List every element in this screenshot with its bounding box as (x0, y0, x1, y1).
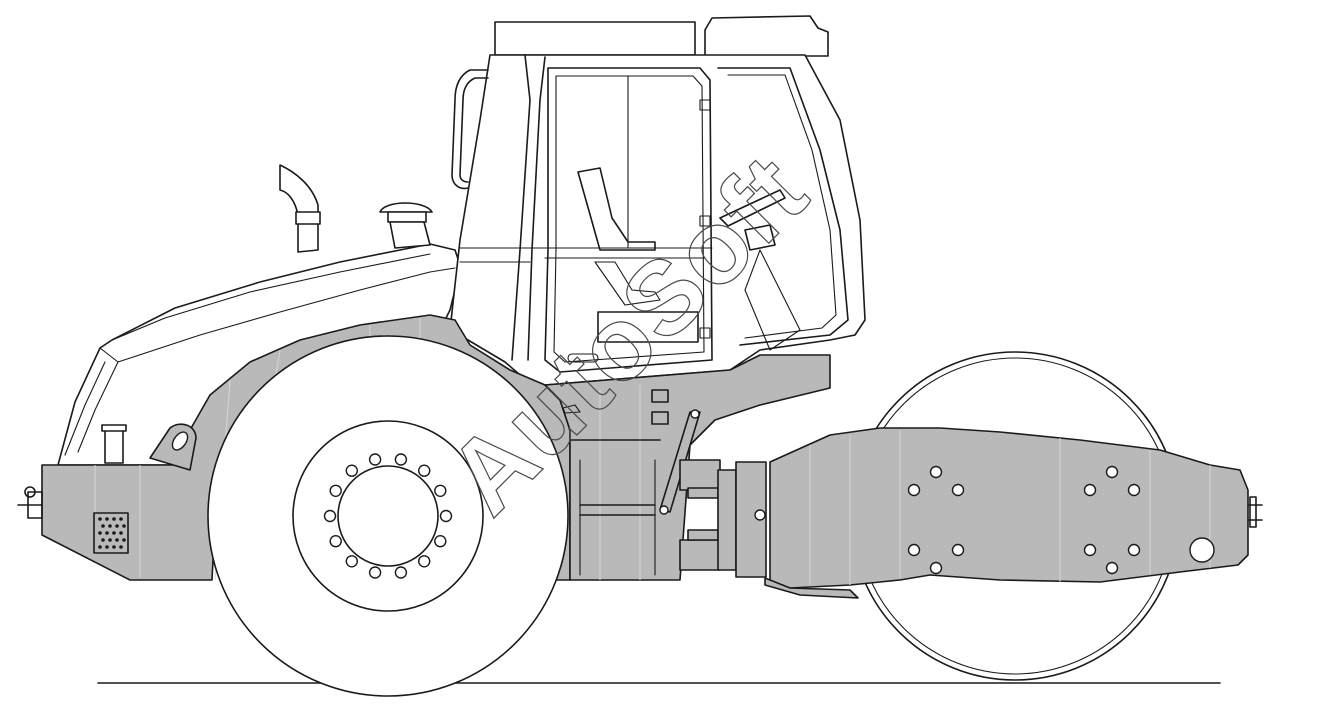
grille-dot (98, 531, 102, 535)
grille-dot (119, 517, 123, 521)
grille-dot (101, 538, 105, 542)
wheel-bolt (394, 453, 408, 466)
frame-bolt-hole (1083, 543, 1097, 557)
cab (449, 15, 866, 386)
drum-frame (764, 427, 1263, 599)
grille-dot (105, 545, 109, 549)
drum-frame-bolt-holes (907, 465, 1141, 575)
grille-dot (122, 524, 126, 528)
grille-dot (112, 545, 116, 549)
frame-bolt-hole (951, 483, 965, 497)
rear-tyre (207, 335, 569, 697)
wheel-bolt (418, 555, 431, 568)
grille-dot (115, 524, 119, 528)
fuel-cap (379, 202, 433, 249)
wheel-bolts (323, 453, 453, 579)
grille-dot (105, 517, 109, 521)
frame-bolt-hole (1127, 483, 1141, 497)
wheel-bolt (434, 535, 447, 548)
frame-bolt-hole (907, 483, 921, 497)
wheel-bolt (323, 509, 337, 523)
grille-dot (112, 531, 116, 535)
exhaust-pipe (279, 164, 321, 253)
frame-bolt-hole (1105, 465, 1119, 479)
grille-dot (115, 538, 119, 542)
wheel-bolt (434, 484, 447, 497)
articulation-frame (544, 354, 831, 581)
wheel-bolt (394, 566, 408, 579)
wheel-bolt (329, 484, 342, 497)
frame-bolt-hole (929, 465, 943, 479)
frame-bolt-hole (1083, 483, 1097, 497)
grille-dot (119, 545, 123, 549)
frame-bolt-hole (907, 543, 921, 557)
grille-dot (101, 524, 105, 528)
wheel-bolt (418, 464, 431, 477)
wheel-bolt (345, 555, 358, 568)
frame-bolt-hole (1127, 543, 1141, 557)
frame-bolt-hole (1105, 561, 1119, 575)
grille-dot (98, 545, 102, 549)
grille-dot (119, 531, 123, 535)
wheel-bolt (329, 535, 342, 548)
grille-dot (105, 531, 109, 535)
grille-dot (98, 517, 102, 521)
wheel-bolt (345, 464, 358, 477)
frame-bolt-hole (951, 543, 965, 557)
grille-dot (122, 538, 126, 542)
wheel-bolt (439, 509, 453, 523)
grille-dot (108, 538, 112, 542)
grille-dots (98, 517, 126, 549)
wheel-bolt (368, 566, 382, 579)
frame-bolt-hole (929, 561, 943, 575)
grille-dot (112, 517, 116, 521)
grille-dot (108, 524, 112, 528)
wheel-bolt (368, 453, 382, 466)
